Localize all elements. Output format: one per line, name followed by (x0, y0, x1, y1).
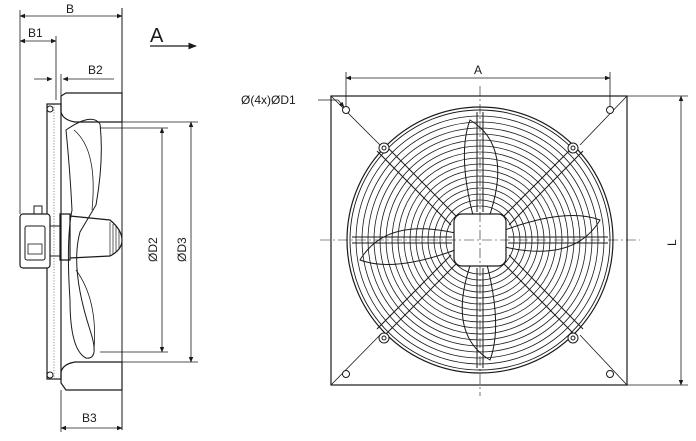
dim-b-label: B (66, 2, 74, 16)
side-guard-top (60, 92, 123, 123)
dim-holes-label: Ø(4x)ØD1 (241, 93, 296, 107)
front-guard-spokes (352, 112, 608, 368)
side-guard-bottom (60, 361, 123, 391)
dim-d3-label: ØD3 (175, 237, 189, 262)
front-guard-bolts (378, 142, 579, 344)
dim-l-label: L (665, 239, 679, 246)
dim-b3-label: B3 (82, 411, 97, 425)
dim-b1-label: B1 (28, 26, 43, 40)
side-motor (59, 213, 123, 261)
view-arrow-label: A (150, 25, 164, 47)
front-mounting-holes (342, 106, 614, 378)
side-view: B B1 B2 B3 ØD2 ØD3 A (19, 2, 198, 432)
dim-a-label: A (474, 63, 482, 77)
dim-d2-label: ØD2 (146, 237, 160, 262)
side-blade (65, 118, 102, 359)
front-blades (359, 119, 601, 361)
dim-b2-label: B2 (88, 63, 103, 77)
front-view: A L Ø(4x)ØD1 (241, 63, 688, 396)
